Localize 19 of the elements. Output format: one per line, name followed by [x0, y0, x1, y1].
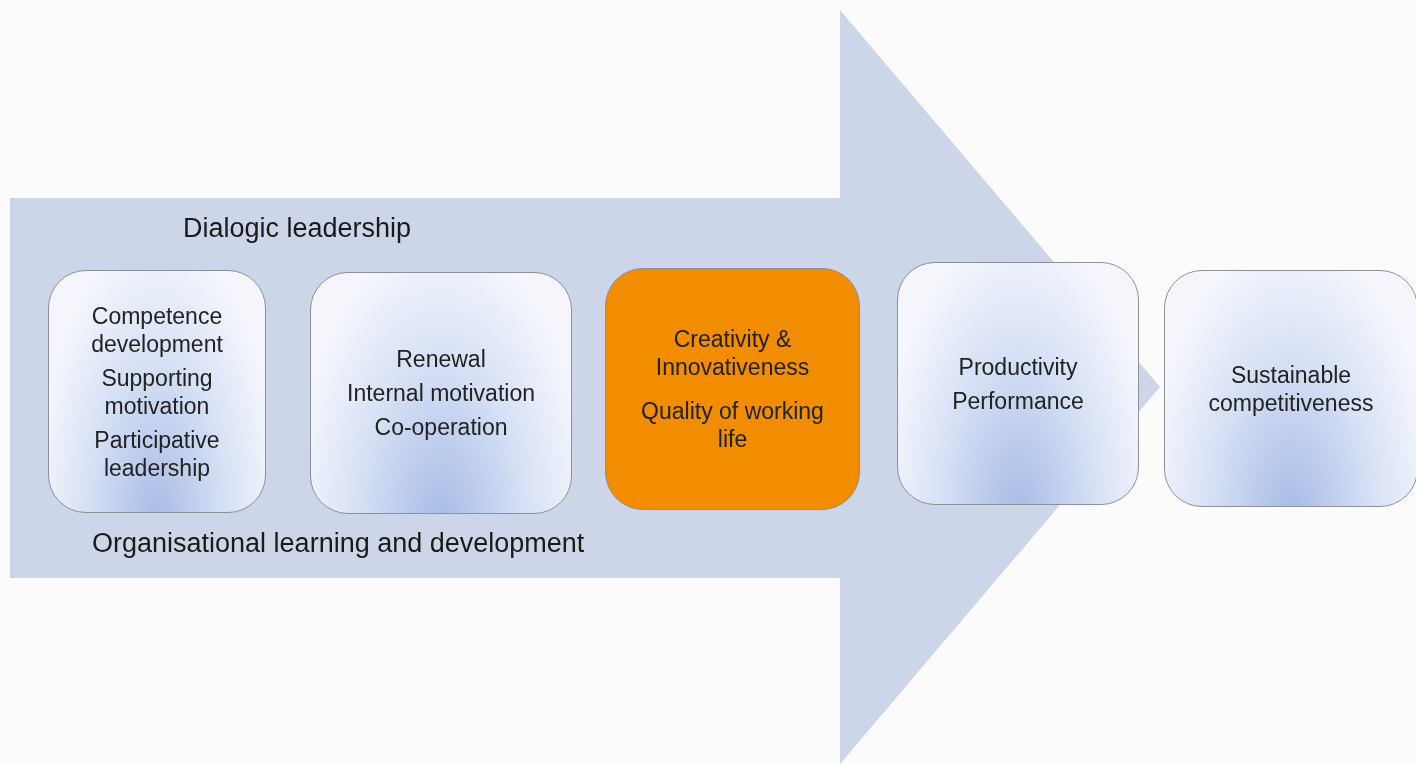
arrow-band	[10, 10, 1160, 764]
rounded-box	[897, 262, 1139, 505]
box-text: Sustainable competitiveness	[1207, 360, 1375, 417]
highlighted-box	[605, 268, 860, 510]
rounded-box	[48, 270, 266, 513]
box-text: Participative leadership	[93, 425, 221, 482]
rounded-box	[310, 272, 572, 514]
band-heading: Dialogic leadership	[183, 213, 412, 244]
box-text: Supporting motivation	[100, 363, 214, 420]
band-footer: Organisational learning and development	[92, 528, 585, 559]
box-text: Creativity & Innovativeness	[654, 325, 811, 381]
rounded-box	[1164, 270, 1416, 507]
box-text: Productivity	[958, 352, 1078, 381]
box-text: Renewal	[396, 345, 486, 373]
box-text: Performance	[952, 386, 1084, 415]
box-text: Competence development	[90, 301, 224, 358]
box-text: Quality of working life	[640, 397, 825, 453]
box-text: Co-operation	[374, 413, 508, 441]
box-text: Internal motivation	[347, 379, 535, 407]
